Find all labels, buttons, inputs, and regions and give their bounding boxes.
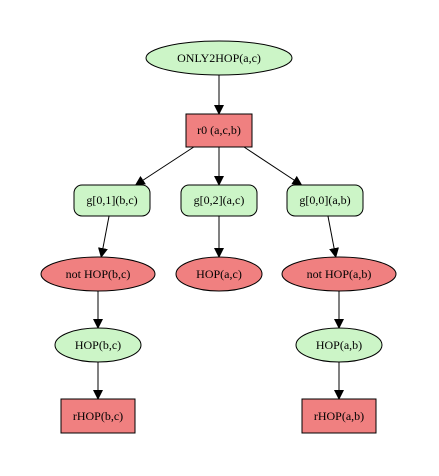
- node-hop-ac[interactable]: HOP(a,c): [175, 256, 263, 292]
- node-label: HOP(b,c): [75, 338, 121, 352]
- node-only2hop-ac[interactable]: ONLY2HOP(a,c): [145, 40, 293, 76]
- node-label: not HOP(a,b): [307, 267, 372, 281]
- node-g02[interactable]: g[0,2](a,c): [180, 184, 258, 217]
- edge-g00-to-not_hop_ab: [327, 215, 339, 259]
- node-label: rHOP(b,c): [73, 409, 123, 423]
- node-label: not HOP(b,c): [66, 267, 131, 281]
- edge-layer: [93, 75, 344, 400]
- node-g00[interactable]: g[0,0](a,b): [286, 184, 364, 217]
- node-label: rHOP(a,b): [314, 409, 364, 423]
- node-not-hop-ab[interactable]: not HOP(a,b): [281, 256, 397, 292]
- node-label: g[0,0](a,b): [299, 193, 350, 207]
- node-label: r0 (a,c,b): [197, 123, 241, 137]
- node-not-hop-bc[interactable]: not HOP(b,c): [40, 256, 156, 292]
- node-rule-r0[interactable]: r0 (a,c,b): [185, 113, 253, 148]
- edge-rule-to-g00: [243, 146, 303, 186]
- node-label: HOP(a,c): [196, 267, 242, 281]
- node-rhop-bc[interactable]: rHOP(b,c): [60, 398, 136, 434]
- node-label: g[0,2](a,c): [194, 193, 245, 207]
- node-hop-ab[interactable]: HOP(a,b): [295, 327, 383, 363]
- node-rhop-ab[interactable]: rHOP(a,b): [301, 398, 377, 434]
- node-g01[interactable]: g[0,1](b,c): [73, 184, 151, 217]
- edge-g01-to-not_hop_bc: [98, 215, 110, 259]
- node-label: g[0,1](b,c): [86, 193, 137, 207]
- node-label: HOP(a,b): [316, 338, 362, 352]
- node-label: ONLY2HOP(a,c): [177, 51, 261, 65]
- edge-rule-to-g01: [134, 146, 195, 186]
- node-hop-bc[interactable]: HOP(b,c): [54, 327, 142, 363]
